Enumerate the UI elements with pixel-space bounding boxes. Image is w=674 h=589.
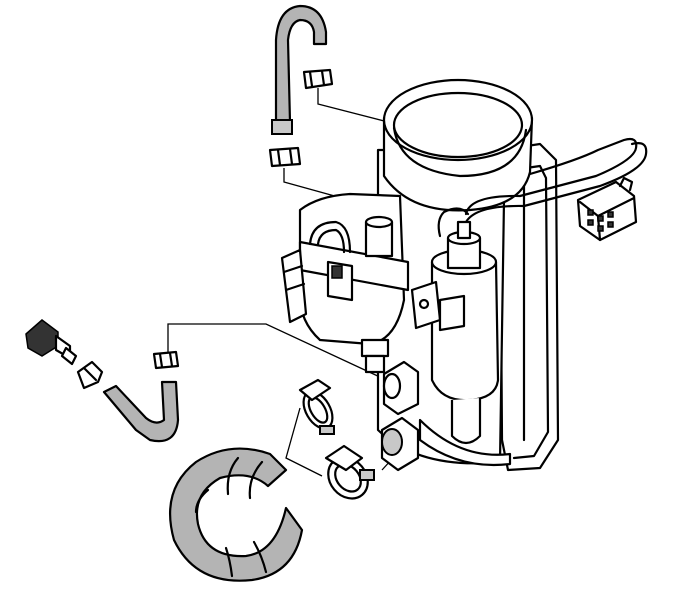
fuel-pump-icon [280, 192, 410, 374]
electric-motor-icon [382, 78, 534, 212]
connector-plug-icon [576, 176, 638, 242]
fitting-icon [25, 319, 78, 366]
hose-clamp-icon [268, 146, 302, 168]
hose-clamp-icon [324, 444, 375, 500]
hose-clamp-icon [298, 378, 335, 435]
leader-line-icon [285, 407, 323, 477]
hose-clamp-icon [76, 360, 104, 390]
coolant-hose-icon [169, 447, 304, 582]
fitting-icon [380, 416, 420, 472]
glow-plug-icon [410, 220, 500, 445]
fitting-icon [382, 360, 420, 416]
hose-clamp-icon [152, 350, 180, 370]
fuel-hose-icon [102, 380, 180, 443]
fuel-hose-icon [271, 4, 328, 135]
leader-line-icon [317, 88, 389, 123]
wiring-harness-icon [437, 137, 648, 238]
hose-clamp-icon [302, 68, 334, 90]
leader-line-icon [167, 323, 383, 379]
